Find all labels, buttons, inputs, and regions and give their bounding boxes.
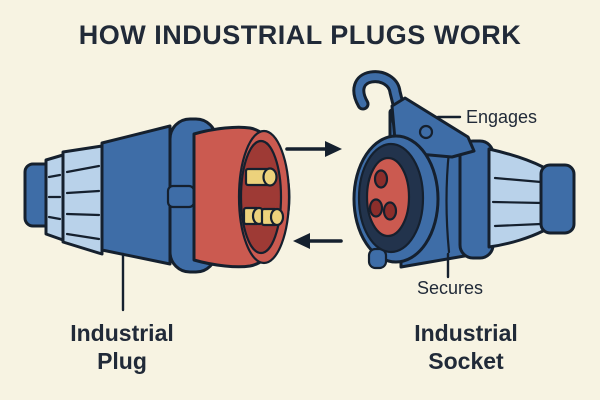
plug-pin-bottom-right	[260, 207, 285, 227]
industrial-plug-illustration: Industrial Plug	[23, 117, 291, 374]
plug-cable-gland	[44, 144, 104, 256]
socket-hole-top	[373, 169, 389, 189]
secures-callout: Secures	[417, 278, 483, 298]
arrow-right-icon	[285, 141, 342, 157]
plug-body	[100, 124, 172, 266]
socket-cable-gland	[487, 147, 545, 249]
socket-hole-bottom-left	[368, 198, 384, 218]
socket-holes	[368, 169, 398, 221]
arrow-left-icon	[293, 233, 343, 249]
socket-cable-entry	[539, 163, 576, 235]
socket-body-contour	[445, 149, 451, 254]
latch-arm-hole	[418, 124, 434, 140]
socket-label-line1: Industrial	[414, 320, 518, 346]
plug-recessed-face	[239, 139, 283, 255]
hook-latch-icon	[352, 70, 406, 115]
transfer-arrows	[285, 141, 343, 249]
socket-hole-bottom-right	[382, 201, 398, 221]
plug-pin-top	[244, 167, 278, 187]
socket-bottom-tab	[367, 247, 388, 270]
plug-pins	[242, 167, 285, 227]
plug-key-tab	[166, 184, 196, 209]
plug-label-line1: Industrial	[70, 320, 174, 346]
diagram-title: HOW INDUSTRIAL PLUGS WORK	[79, 20, 521, 50]
socket-contact-face	[365, 156, 411, 238]
engages-callout: Engages	[466, 107, 537, 127]
socket-label-line2: Socket	[428, 348, 504, 374]
industrial-socket-illustration: Engages Secures Industrial Socket	[352, 70, 576, 374]
plug-label-line2: Plug	[97, 348, 147, 374]
